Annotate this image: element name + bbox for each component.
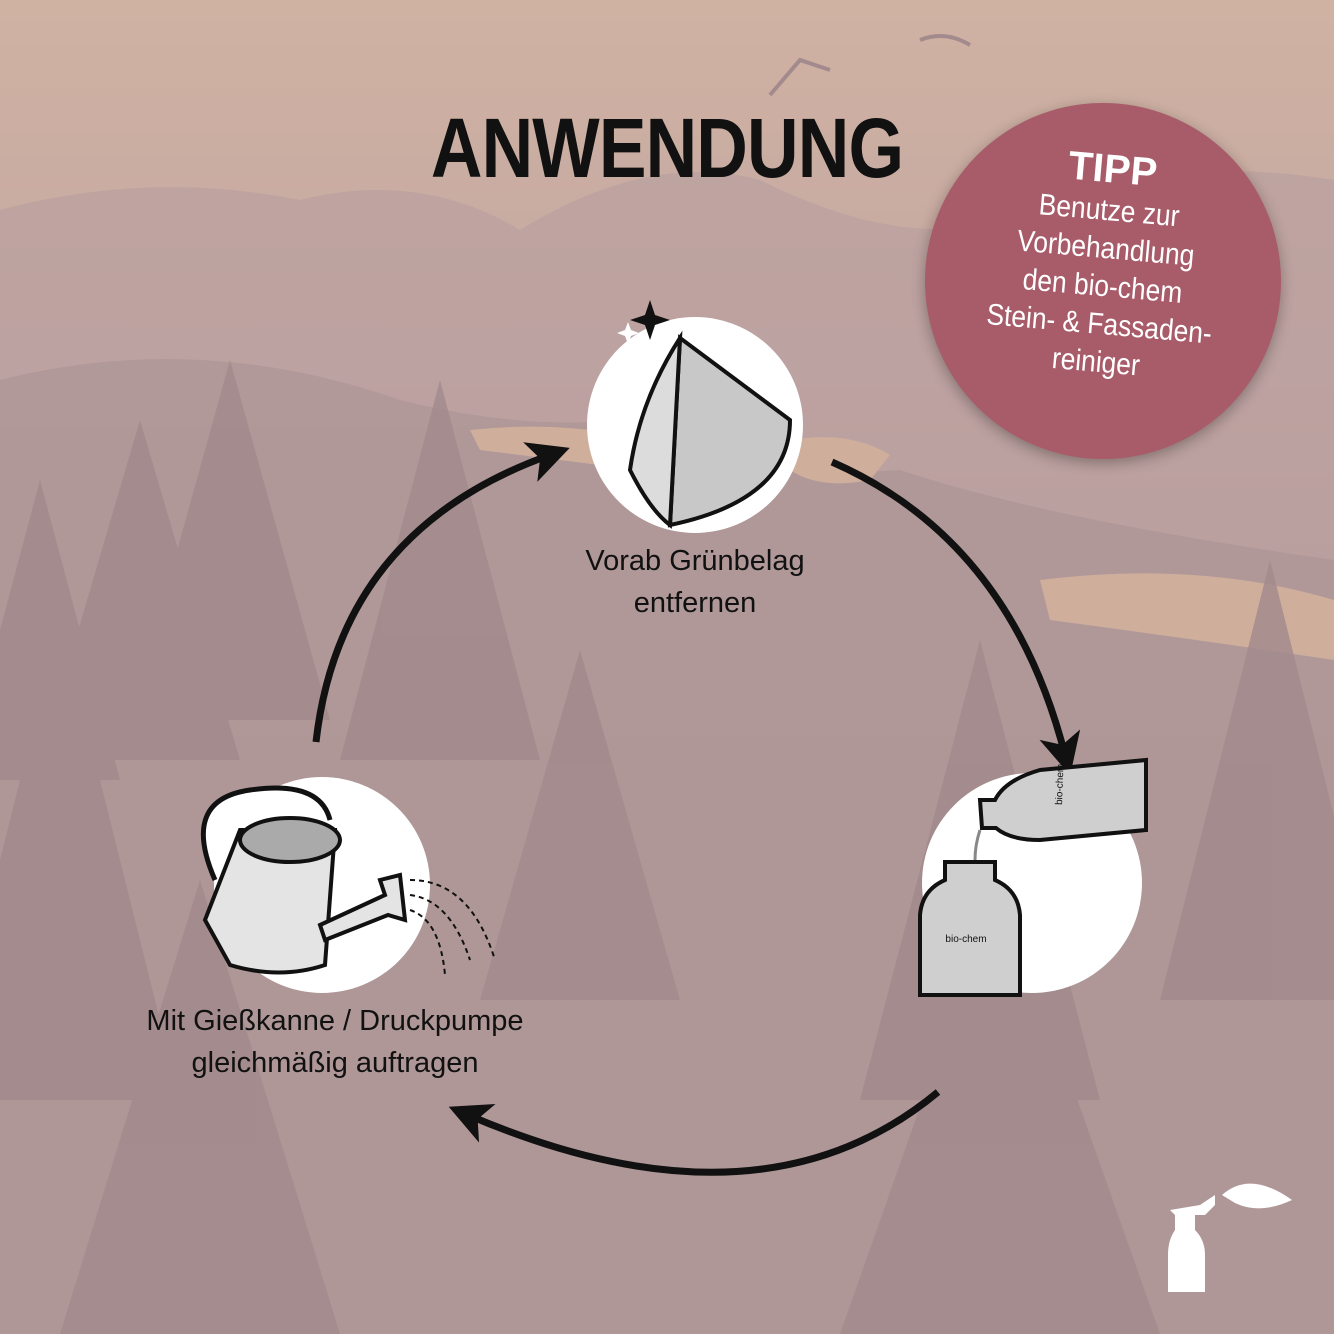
bottle-pour-icon bbox=[918, 757, 1148, 997]
spray-bottle-leaf-logo bbox=[1168, 1183, 1292, 1292]
step-label-line: entfernen bbox=[633, 587, 757, 619]
step-label-line: Mit Gießkanne / Druckpumpe bbox=[146, 1005, 524, 1037]
brand-logo-text: bio-chem bbox=[1054, 764, 1066, 805]
page-title: ANWENDUNG bbox=[430, 101, 904, 195]
watering-can-icon bbox=[200, 777, 496, 993]
brand-logo-text: bio-chem bbox=[945, 934, 986, 945]
step-label-remove-algae: Vorab Grünbelag entfernen bbox=[520, 540, 870, 624]
arrow-step2-to-step3 bbox=[448, 1089, 941, 1176]
step-label-line: Vorab Grünbelag bbox=[585, 545, 805, 577]
step-label-line: gleichmäßig auftragen bbox=[191, 1047, 479, 1079]
cloth-icon bbox=[587, 300, 803, 533]
arrow-step1-to-step2 bbox=[830, 458, 1081, 776]
step-label-apply: Mit Gießkanne / Druckpumpe gleichmäßig a… bbox=[80, 1000, 590, 1084]
arrow-step3-to-step1 bbox=[312, 442, 570, 743]
